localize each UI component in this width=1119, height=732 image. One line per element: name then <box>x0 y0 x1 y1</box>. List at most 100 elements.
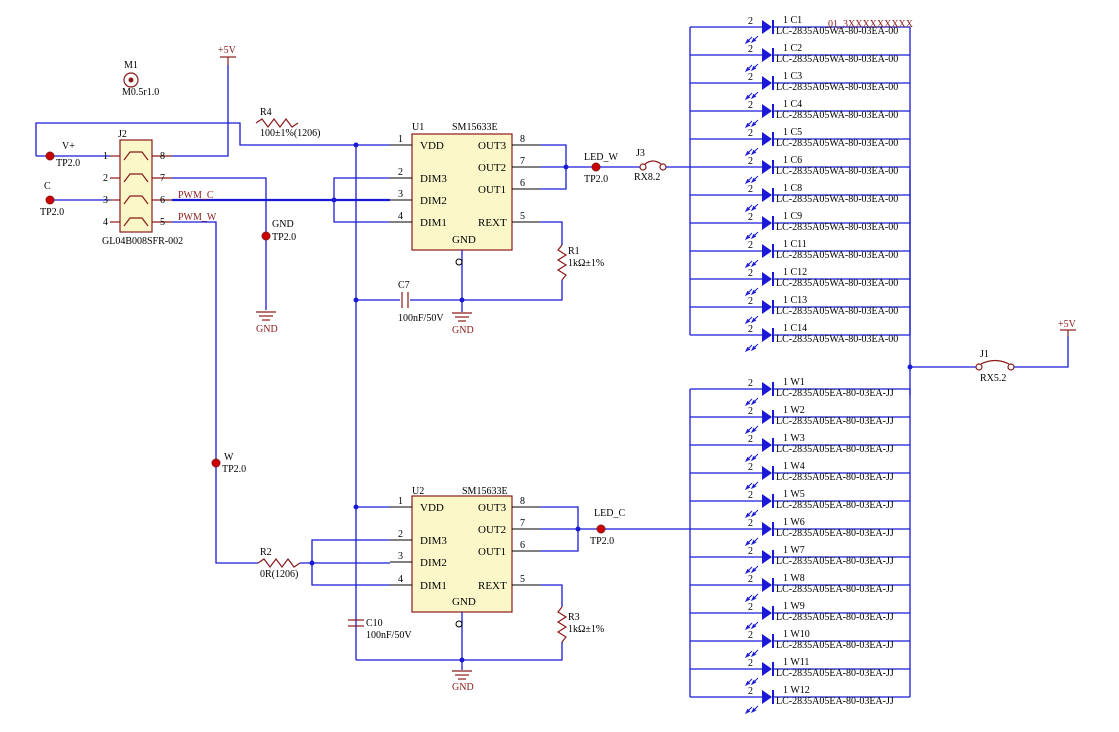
led-part: LC-2835A05EA-80-03EA-JJ <box>776 640 894 651</box>
led-diode-symbol <box>762 300 772 314</box>
led-ref: 1 C8 <box>783 183 802 194</box>
led-light-arrows <box>744 621 759 631</box>
j2-pin-3: 3 <box>103 195 108 206</box>
c10-value: 100nF/50V <box>366 630 412 641</box>
u2-driver-ic: U2 SM15633E 1 2 3 4 8 7 6 5 VDD DIM3 DIM… <box>390 486 540 613</box>
u1-pin-vdd: VDD <box>420 140 444 152</box>
led-part: LC-2835A05WA-80-03EA-00 <box>776 82 898 93</box>
led-pin-2: 2 <box>748 574 753 585</box>
led-light-arrows <box>744 537 759 547</box>
led-pin-2: 2 <box>748 72 753 83</box>
u2-pad-marker <box>455 620 463 628</box>
j2-value: GL04B008SFR-002 <box>102 236 183 247</box>
led-ref: 1 C11 <box>783 239 807 250</box>
led-light-arrows <box>744 147 759 157</box>
led-ref: 1 W9 <box>783 601 805 612</box>
tp-led-w: LED_W TP2.0 <box>584 152 618 185</box>
led-pin-2: 2 <box>748 434 753 445</box>
u1-pin-dim2: DIM2 <box>420 195 447 207</box>
u1-driver-ic: U1 SM15633E 1 2 3 4 8 7 6 5 VDD DIM3 DIM… <box>390 122 540 251</box>
led-diode-symbol <box>762 466 772 480</box>
tp-vplus-value: TP2.0 <box>56 158 80 169</box>
led-part: LC-2835A05WA-80-03EA-00 <box>776 306 898 317</box>
led-ref: 1 W1 <box>783 377 805 388</box>
r2-value: 0R(1206) <box>260 569 298 580</box>
led-ref: 1 W6 <box>783 517 805 528</box>
led-diode-symbol <box>762 690 772 704</box>
u2-pin-gnd: GND <box>452 596 476 608</box>
led-pin-2: 2 <box>748 44 753 55</box>
u1-pin1-num: 1 <box>398 134 403 145</box>
led-light-arrows <box>744 35 759 45</box>
junction-dot <box>907 364 913 370</box>
u1-pin-dim1: DIM1 <box>420 217 447 229</box>
led-ref: 1 W2 <box>783 405 805 416</box>
m1-mount-hole: M1 M0.5r1.0 <box>122 60 159 98</box>
led-part: LC-2835A05WA-80-03EA-00 <box>776 26 898 37</box>
j2-ref: J2 <box>118 129 127 140</box>
gnd-symbol-u2: GND <box>452 670 474 693</box>
u1-pin2-num: 2 <box>398 167 403 178</box>
junction-dot <box>575 526 581 532</box>
led-pin-2: 2 <box>748 658 753 669</box>
led-part: LC-2835A05WA-80-03EA-00 <box>776 166 898 177</box>
led-diode-symbol <box>762 522 772 536</box>
j3-jumper: J3 RX8.2 <box>634 148 667 183</box>
wire-pwm-w <box>172 221 258 564</box>
u2-pin-rext: REXT <box>478 580 507 592</box>
tp-vplus-net: V+ <box>62 141 75 152</box>
power-5v-top-label: +5V <box>218 45 237 56</box>
r2-ref: R2 <box>260 547 272 558</box>
led-part: LC-2835A05WA-80-03EA-00 <box>776 54 898 65</box>
u1-pin-out2: OUT2 <box>478 162 506 174</box>
wire-u1-r1-bottom <box>410 280 563 301</box>
tp-c: C TP2.0 <box>40 181 64 218</box>
junction-dot <box>459 297 465 303</box>
led-part: LC-2835A05EA-80-03EA-JJ <box>776 388 894 399</box>
led-light-arrows <box>744 119 759 129</box>
c7-value: 100nF/50V <box>398 313 444 324</box>
tp-led-w-value: TP2.0 <box>584 174 608 185</box>
u1-pin-out1: OUT1 <box>478 184 506 196</box>
u2-part: SM15633E <box>462 486 508 497</box>
led-part: LC-2835A05EA-80-03EA-JJ <box>776 500 894 511</box>
led-diode-symbol <box>762 662 772 676</box>
led-part: LC-2835A05WA-80-03EA-00 <box>776 110 898 121</box>
led-part: LC-2835A05EA-80-03EA-JJ <box>776 612 894 623</box>
u1-part: SM15633E <box>452 122 498 133</box>
led-ref: 1 C6 <box>783 155 802 166</box>
led-pin-2: 2 <box>748 212 753 223</box>
gnd-symbol-j2: GND <box>256 311 278 335</box>
led-light-arrows <box>744 593 759 603</box>
led-diode-symbol <box>762 494 772 508</box>
led-ref: 1 W7 <box>783 545 805 556</box>
led-light-arrows <box>744 287 759 297</box>
led-pin-2: 2 <box>748 156 753 167</box>
led-part: LC-2835A05WA-80-03EA-00 <box>776 222 898 233</box>
led-light-arrows <box>744 481 759 491</box>
r3-value: 1kΩ±1% <box>568 624 604 635</box>
led-diode-symbol <box>762 76 772 90</box>
u1-pin3-num: 3 <box>398 189 403 200</box>
gnd-label: GND <box>256 324 278 335</box>
led-part: LC-2835A05EA-80-03EA-JJ <box>776 444 894 455</box>
led-ref: 1 W4 <box>783 461 805 472</box>
j1-ref: J1 <box>980 349 989 360</box>
led-ref: 1 W8 <box>783 573 805 584</box>
u2-pin-out2: OUT2 <box>478 524 506 536</box>
gnd-label: GND <box>452 682 474 693</box>
u2-pin6-num: 6 <box>520 540 525 551</box>
led-diode-symbol <box>762 606 772 620</box>
led-ref: 1 W3 <box>783 433 805 444</box>
